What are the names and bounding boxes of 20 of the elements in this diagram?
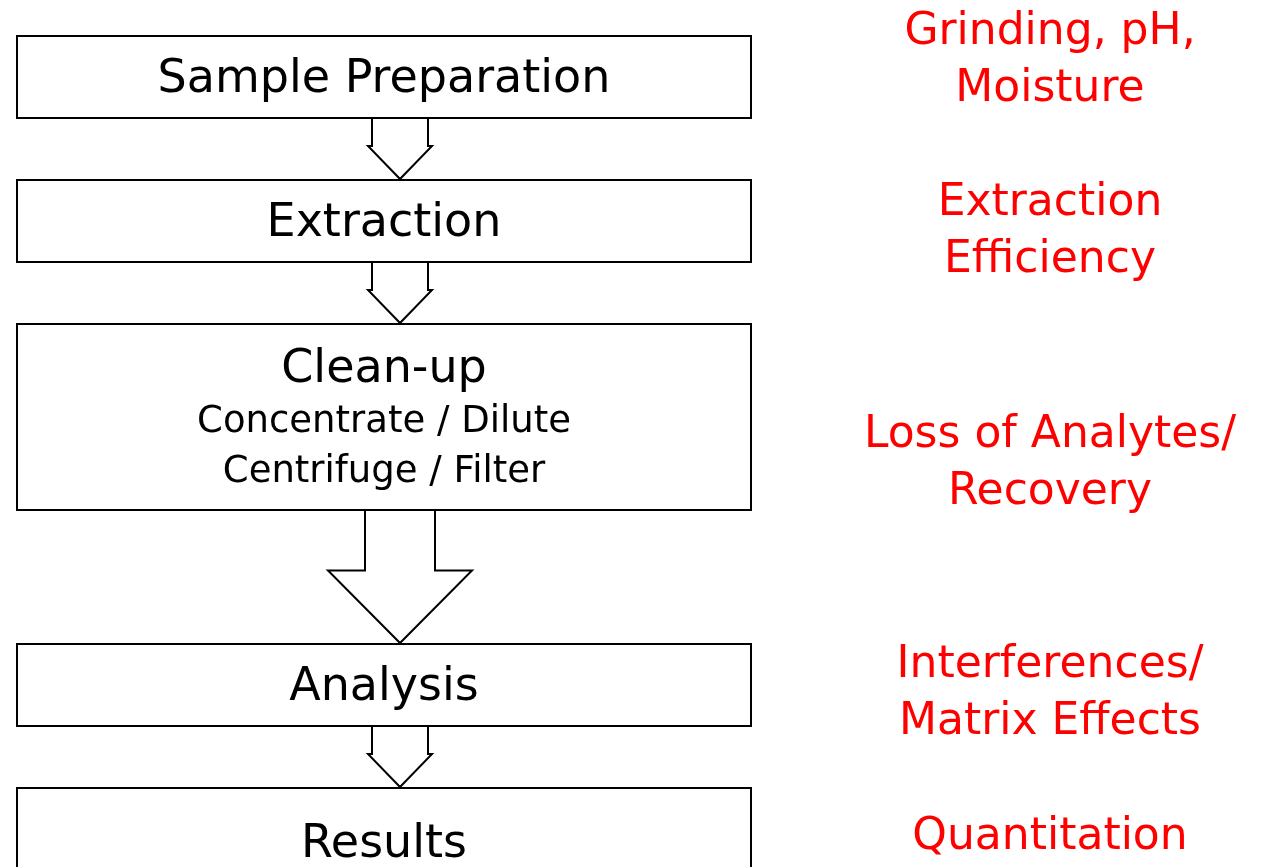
process-box (16, 787, 752, 867)
step-title: Sample Preparation (157, 49, 611, 105)
annotation-text: Loss of Analytes/ Recovery (862, 405, 1238, 517)
process-box (16, 323, 752, 511)
step-title: Results (300, 814, 468, 867)
annotation-text: Quantitation (911, 806, 1189, 861)
step-title: Extraction (266, 193, 502, 249)
annotation-text: Grinding, pH, Moisture (903, 2, 1197, 114)
annotation-text: Extraction Efficiency (936, 173, 1164, 285)
block-arrow (365, 726, 435, 789)
step-details: Concentrate / Dilute Centrifuge / Filter (196, 396, 572, 493)
process-box (16, 179, 752, 263)
step-title: Analysis (289, 657, 479, 713)
process-box (16, 35, 752, 119)
block-arrow (325, 510, 475, 645)
block-arrow (365, 118, 435, 181)
block-arrow (365, 262, 435, 325)
annotation-text: Interferences/ Matrix Effects (895, 635, 1205, 747)
process-box (16, 643, 752, 727)
step-title: Clean-up (281, 339, 487, 395)
